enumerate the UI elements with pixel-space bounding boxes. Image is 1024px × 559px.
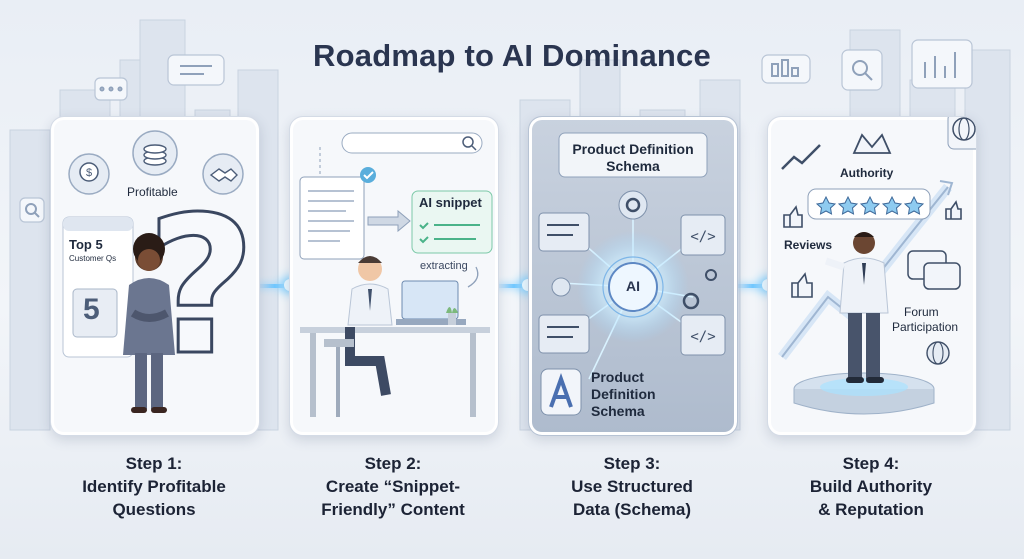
step-3-title-line2: Data (Schema) <box>572 500 692 519</box>
schema-top-line1: Product Definition <box>572 141 694 157</box>
step-1-title-line2: Questions <box>112 500 196 519</box>
forum-label-line2: Participation <box>892 320 959 334</box>
step-4-title-line1: Build Authority <box>809 477 933 496</box>
schema-bottom-line1: Product <box>591 369 644 385</box>
schema-bottom-line3: Schema <box>591 403 645 419</box>
star-icon <box>815 195 925 215</box>
extracting-label: extracting <box>420 260 468 272</box>
profitable-label: Profitable <box>127 185 178 199</box>
step-3-caption: Step 3: Use Structured Data (Schema) <box>512 452 752 521</box>
search-icon <box>341 132 483 154</box>
arrow-right-icon <box>367 209 411 233</box>
step-4-card: Authority Reviews Forum Participation <box>767 116 977 436</box>
step-1-title-line1: Identify Profitable <box>82 477 226 496</box>
step-2-card: AI snippet extracting <box>289 116 499 436</box>
coin-stack-icon <box>132 130 178 176</box>
step-2-title-line1: Create “Snippet- <box>325 477 461 496</box>
page-title: Roadmap to AI Dominance <box>313 38 711 73</box>
step-3-illustration: </> </> <box>538 132 726 416</box>
schema-top-line2: Schema <box>606 158 660 174</box>
app-logo-icon <box>540 368 582 416</box>
svg-text:</>: </> <box>690 329 715 345</box>
globe-icon <box>926 117 976 365</box>
handshake-icon <box>202 153 244 195</box>
checkmark-icon <box>360 167 376 183</box>
laptop-icon <box>396 280 466 325</box>
connector-2-3 <box>497 284 531 288</box>
step-1-card: $ ? Profitable Top <box>50 116 260 436</box>
ai-snippet-label: AI snippet <box>419 195 482 210</box>
step-4-title-line2: & Reputation <box>818 500 924 519</box>
svg-text:</>: </> <box>690 229 715 245</box>
person-figure <box>123 233 175 413</box>
step-4-number: Step 4: <box>842 454 900 473</box>
dollar-coin-icon: $ <box>68 153 110 195</box>
customer-qs-label: Customer Qs <box>69 254 117 263</box>
step-1-caption: Step 1: Identify Profitable Questions <box>34 452 274 521</box>
reviews-label: Reviews <box>784 238 833 252</box>
number-five: 5 <box>83 293 100 326</box>
step-1-number: Step 1: <box>125 454 183 473</box>
step-4-illustration <box>778 117 976 415</box>
ai-chip-icon <box>602 256 664 318</box>
connector-1-2 <box>258 284 292 288</box>
step-3-title-line1: Use Structured <box>571 477 693 496</box>
step-3-card: </> </> Product Definition Schema AI Pro… <box>528 116 738 436</box>
step-2-illustration <box>299 132 493 417</box>
step-2-number: Step 2: <box>364 454 422 473</box>
crown-icon <box>852 133 892 154</box>
forum-label-line1: Forum <box>904 305 939 319</box>
step-3-number: Step 3: <box>603 454 661 473</box>
person-figure <box>824 232 889 383</box>
step-1-illustration: $ ? <box>62 130 258 413</box>
top5-label: Top 5 <box>69 237 103 252</box>
svg-text:$: $ <box>86 167 92 179</box>
ai-chip-label: AI <box>626 278 640 294</box>
step-2-title-line2: Friendly” Content <box>321 500 465 519</box>
thumbs-up-icon <box>783 200 962 298</box>
gear-icon <box>551 190 717 310</box>
connector-3-4 <box>736 284 770 288</box>
step-2-caption: Step 2: Create “Snippet- Friendly” Conte… <box>273 452 513 521</box>
authority-label: Authority <box>840 166 894 180</box>
schema-bottom-line2: Definition <box>591 386 656 402</box>
step-4-caption: Step 4: Build Authority & Reputation <box>751 452 991 521</box>
code-icon: </> </> <box>538 212 726 356</box>
chat-bubble-icon <box>907 250 961 290</box>
